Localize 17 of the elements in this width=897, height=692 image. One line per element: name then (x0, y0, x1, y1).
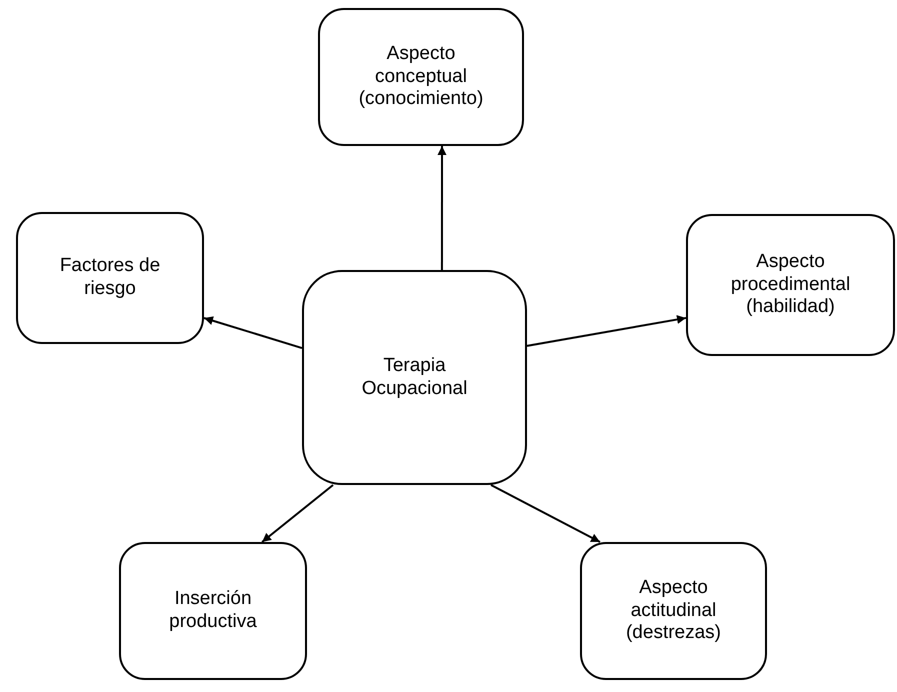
arrow (526, 315, 686, 347)
arrow (438, 146, 446, 270)
topic-box (16, 212, 204, 344)
center-box (302, 270, 527, 485)
node-label: Inserción productiva (168, 588, 258, 634)
node-label: Terapia Ocupacional (360, 354, 468, 400)
topic-box (119, 542, 307, 680)
node-label: Aspecto conceptual (conocimiento) (358, 42, 484, 112)
topic-box (318, 8, 524, 146)
topic-box (580, 542, 767, 680)
arrow (204, 316, 302, 349)
arrow (490, 484, 600, 543)
node-label: Aspecto procedimental (habilidad) (730, 250, 852, 320)
node-label: Aspecto actitudinal (destrezas) (624, 576, 722, 646)
arrow (261, 484, 334, 543)
node-label: Factores de riesgo (58, 255, 162, 301)
topic-box (686, 214, 895, 356)
